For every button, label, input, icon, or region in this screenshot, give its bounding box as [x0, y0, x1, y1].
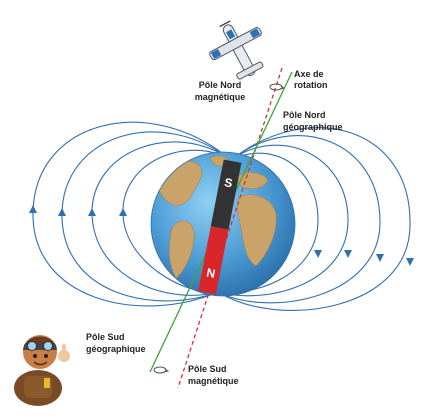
label-north-magnetic-line1: Pôle Nord — [199, 80, 242, 90]
label-north-magnetic-line2: magnétique — [195, 92, 246, 102]
arrow-icon — [406, 258, 414, 266]
field-line-right-2 — [217, 144, 349, 297]
arrow-icon — [58, 208, 66, 216]
label-rotation-axis-line2: rotation — [294, 80, 328, 90]
rotation-indicator-bottom — [153, 366, 170, 374]
field-line-right-4 — [217, 127, 411, 311]
label-south-geographic-line1: Pôle Sud — [86, 332, 125, 342]
continent-africa — [237, 194, 277, 267]
magnet-south-half — [210, 159, 242, 230]
arrow-icon — [344, 250, 352, 258]
magnet-top-letter: S — [223, 175, 234, 190]
rotation-axis — [177, 67, 283, 389]
label-south-geographic-line2: géographique — [86, 344, 146, 354]
label-north-geographic-line1: Pôle Nord — [283, 110, 326, 120]
labels: Pôle Nord magnétique Axe de rotation Pôl… — [86, 69, 343, 386]
arrow-icon — [119, 208, 127, 216]
arrow-icon — [314, 250, 322, 258]
arrow-icon — [29, 205, 37, 213]
bar-magnet: S N — [198, 159, 242, 295]
magnet-bottom-letter: N — [205, 265, 216, 280]
label-south-magnetic-line1: Pôle Sud — [188, 364, 227, 374]
field-line-right-3 — [217, 135, 381, 304]
magnet-north-half — [198, 226, 229, 295]
label-south-magnetic-line2: magnétique — [188, 376, 239, 386]
aviator-mascot-icon — [14, 335, 70, 406]
field-arrows — [29, 205, 414, 266]
rotation-indicator-top — [269, 83, 286, 91]
arrow-icon — [376, 254, 384, 262]
field-line-right-1 — [217, 152, 319, 293]
continent-south-america — [168, 220, 195, 279]
arrow-icon — [88, 208, 96, 216]
label-rotation-axis-line1: Axe de — [294, 69, 324, 79]
airplane-icon — [209, 20, 264, 80]
label-north-geographic-line2: géographique — [283, 122, 343, 132]
